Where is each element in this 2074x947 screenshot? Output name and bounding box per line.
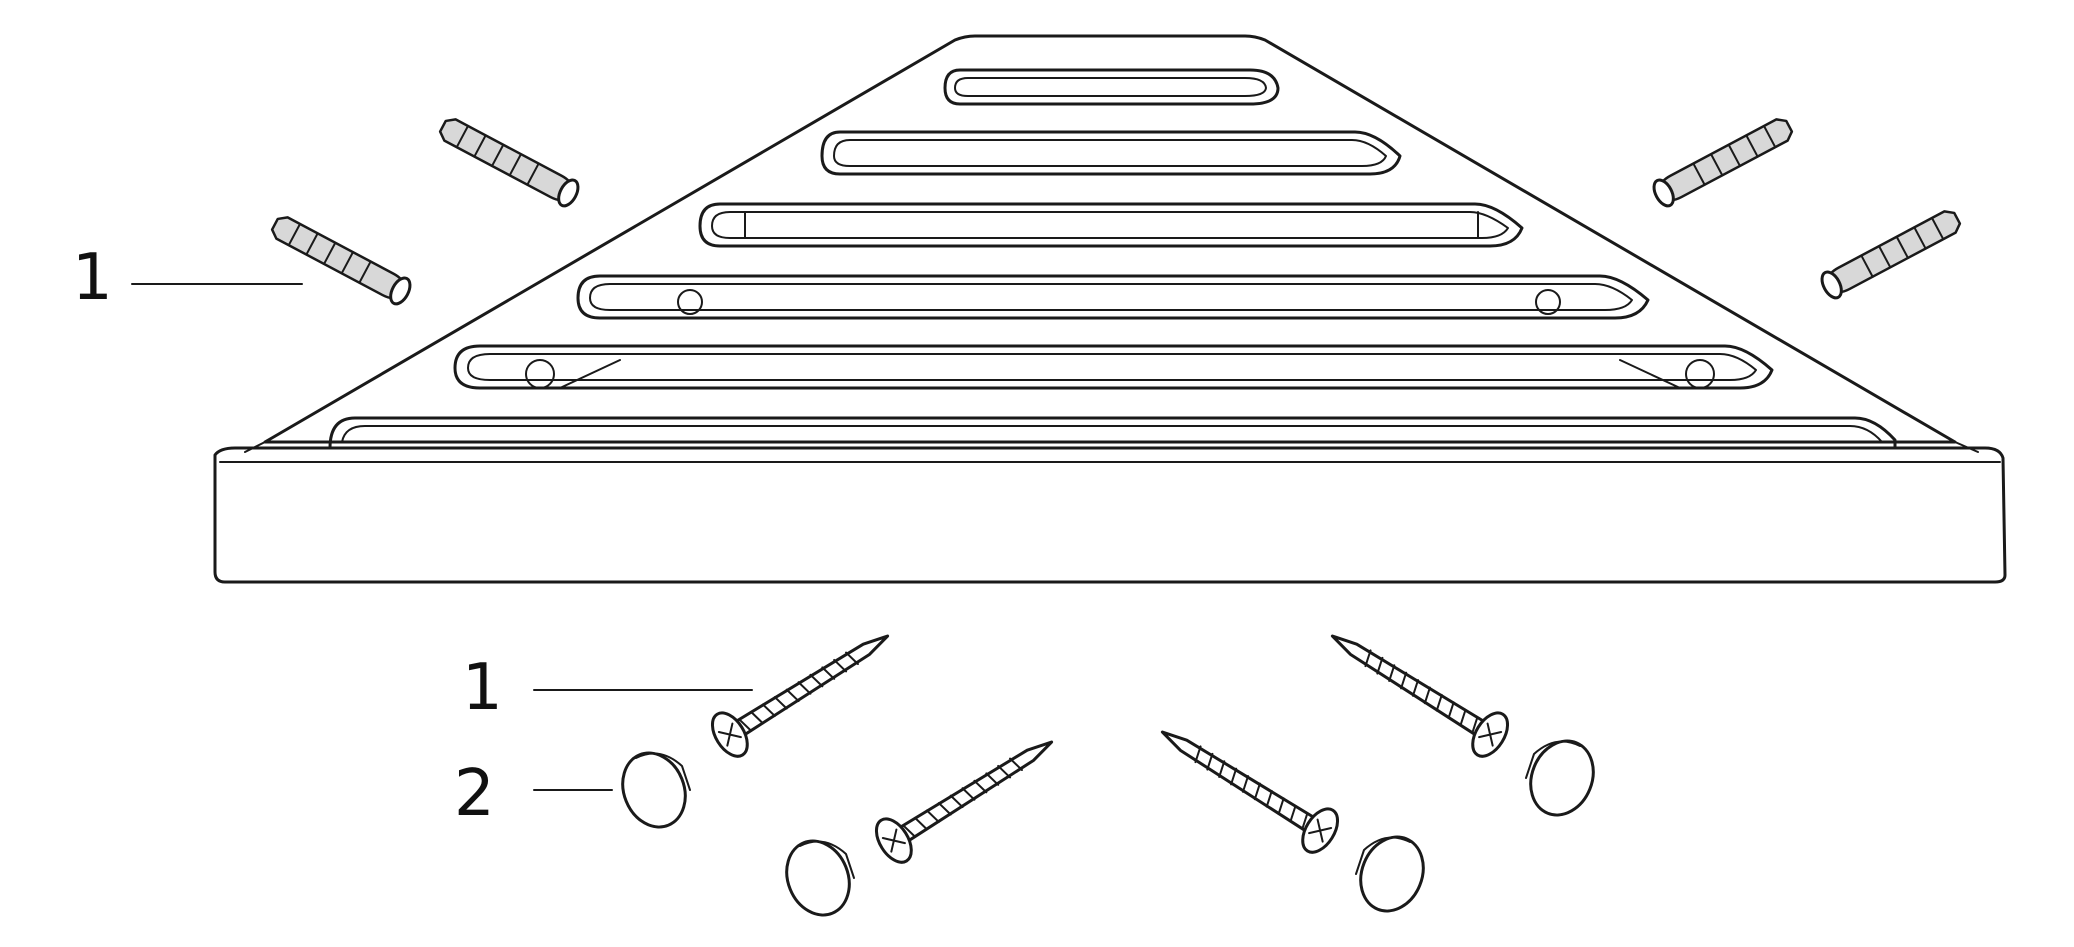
- callout-number-2-cap: 2: [454, 757, 495, 831]
- corner-shelf-basket: [213, 34, 2007, 584]
- callout-number-1-plug: 1: [72, 241, 113, 315]
- shelf-slots: [328, 68, 1897, 450]
- wall-plug-top-right-upper: [1652, 118, 1794, 208]
- cover-cap-right-upper: [1525, 739, 1595, 817]
- screw-bottom-left-lower: [874, 740, 1054, 864]
- wall-plug-top-left-upper: [438, 118, 580, 208]
- cover-cap-left-lower: [785, 839, 855, 917]
- wall-plug-top-right-lower: [1820, 210, 1962, 300]
- cover-cap-left-upper: [621, 751, 691, 829]
- screw-bottom-right-lower: [1160, 730, 1340, 854]
- wall-plug-top-left-lower: [270, 216, 412, 306]
- screw-bottom-left-upper: [710, 634, 890, 758]
- cover-cap-right-lower: [1355, 835, 1425, 913]
- screw-bottom-right-upper: [1330, 634, 1510, 758]
- callout-number-1-screw: 1: [462, 651, 503, 725]
- underside-brackets: [525, 289, 1715, 389]
